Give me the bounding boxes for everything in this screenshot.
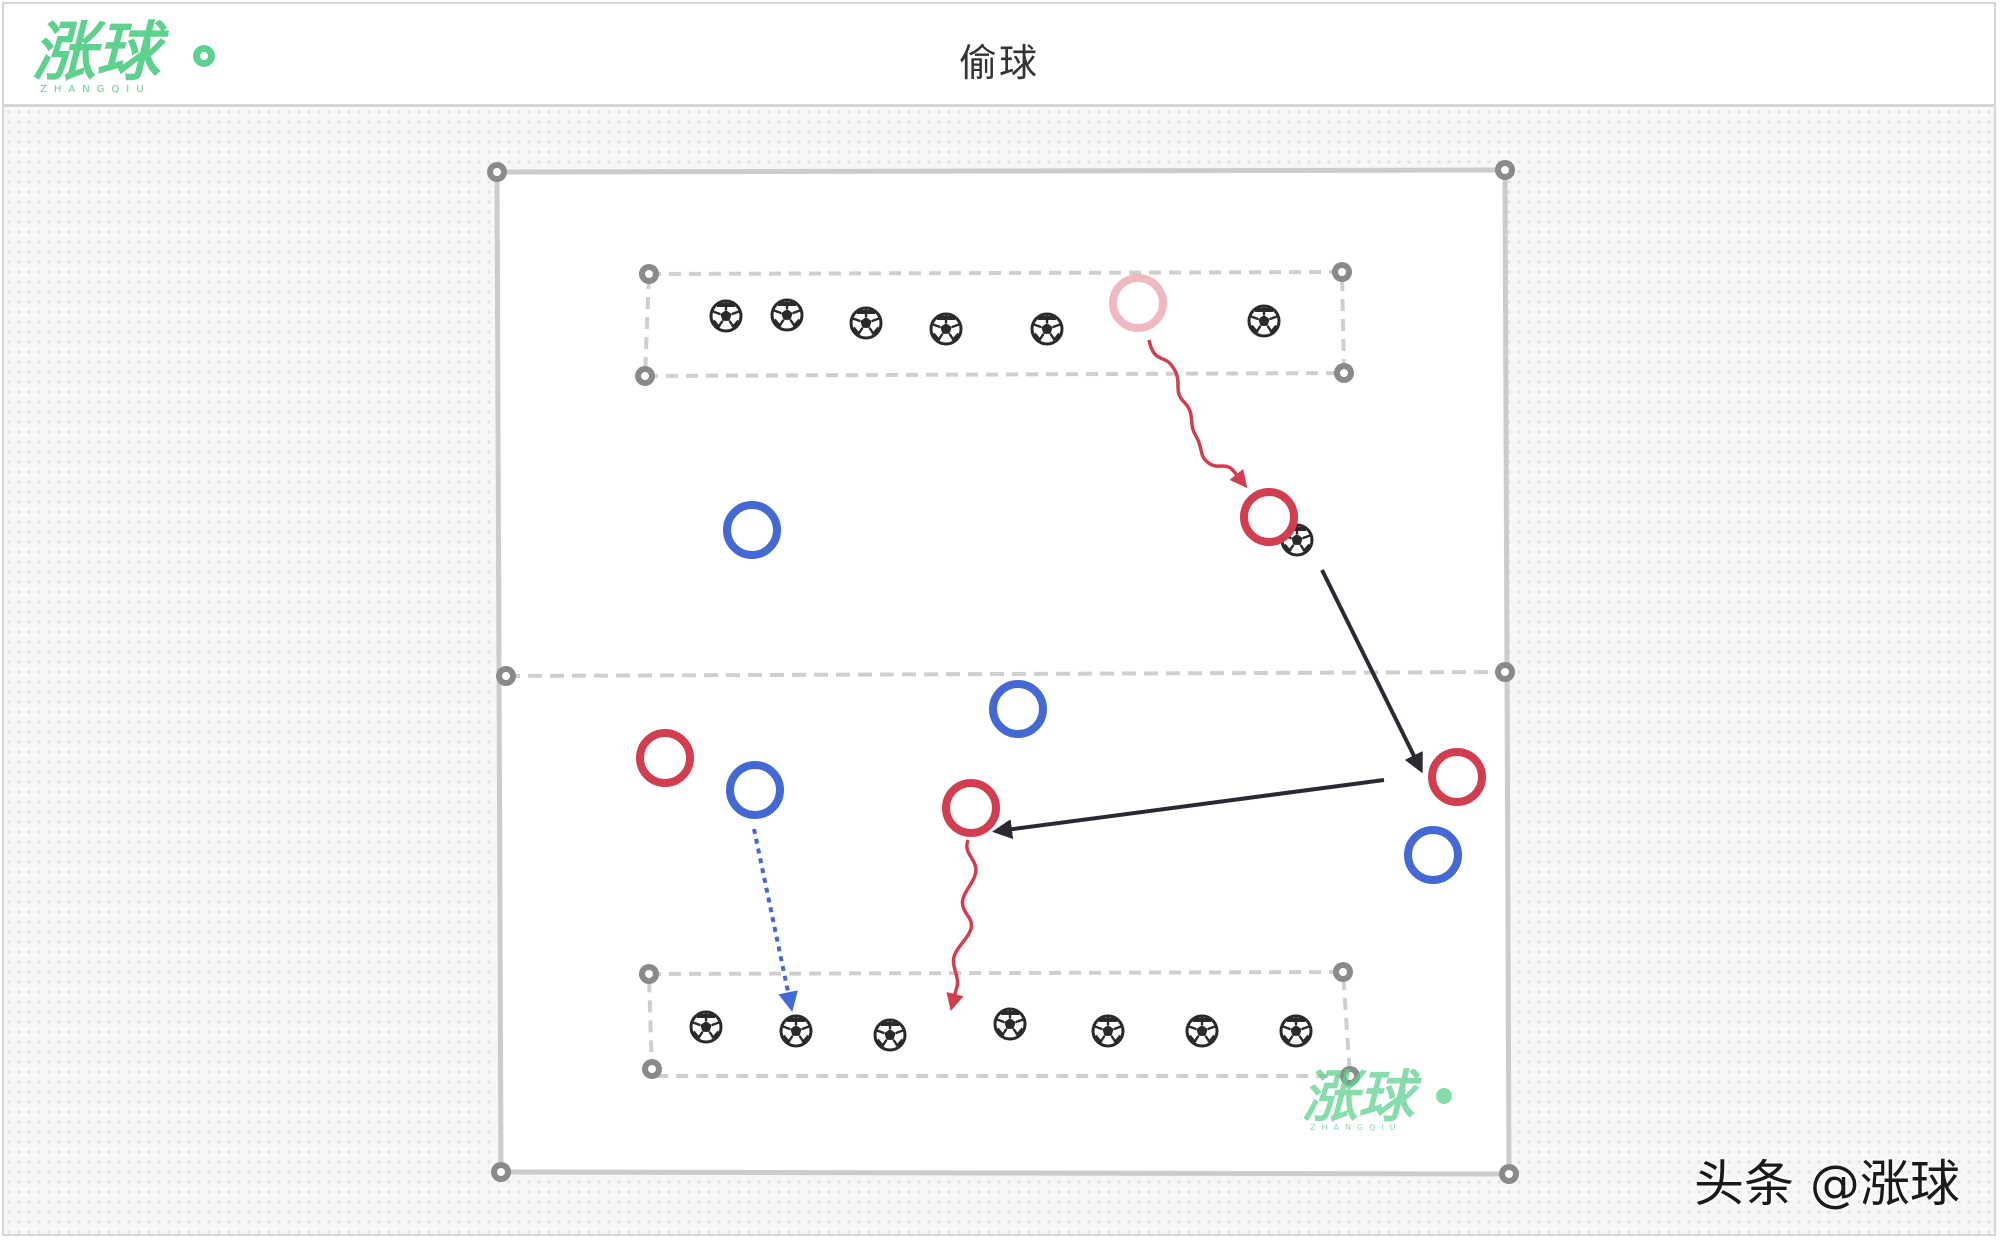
red-player-icon bbox=[636, 729, 694, 787]
soccer-ball-icon bbox=[1247, 304, 1281, 338]
corner-marker-icon bbox=[1333, 962, 1353, 982]
watermark-ball-icon bbox=[1436, 1088, 1452, 1104]
bottom-ball-zone bbox=[646, 969, 1353, 1078]
logo-subtext: ZHANGQIU bbox=[40, 84, 151, 95]
red-player-faded-icon bbox=[1109, 274, 1167, 332]
drill-canvas: 涨球 ZHANGQIU bbox=[4, 107, 1994, 1234]
red-player-icon bbox=[942, 779, 1000, 837]
corner-marker-icon bbox=[642, 1059, 662, 1079]
soccer-ball-icon bbox=[1091, 1014, 1125, 1048]
corner-marker-icon bbox=[491, 1162, 511, 1182]
page-title: 偷球 bbox=[958, 41, 1039, 85]
top-header: 涨球 ZHANGQIU 偷球 bbox=[4, 4, 1994, 107]
red-player-icon bbox=[1240, 488, 1298, 546]
corner-marker-icon bbox=[1495, 662, 1515, 682]
soccer-ball-icon bbox=[993, 1007, 1027, 1041]
zhangqiu-logo: 涨球 ZHANGQIU bbox=[32, 16, 215, 95]
soccer-ball-icon bbox=[1185, 1014, 1219, 1048]
soccer-ball-icon bbox=[689, 1010, 723, 1044]
soccer-ball-icon bbox=[770, 298, 804, 332]
watermark-subtext: ZHANGQIU bbox=[1310, 1123, 1402, 1132]
corner-marker-icon bbox=[1495, 160, 1515, 180]
corner-marker-icon bbox=[1334, 363, 1354, 383]
corner-marker-icon bbox=[635, 366, 655, 386]
soccer-ball-icon bbox=[779, 1014, 813, 1048]
pass-arrow-2 bbox=[992, 778, 1385, 840]
corner-marker-icon bbox=[1499, 1164, 1519, 1184]
soccer-ball-icon bbox=[873, 1018, 907, 1052]
watermark-text: 涨球 bbox=[1302, 1065, 1423, 1130]
halfway-line bbox=[505, 670, 1506, 678]
blue-player-icon bbox=[723, 501, 781, 559]
blue-player-icon bbox=[726, 761, 784, 819]
top-ball-zone bbox=[642, 269, 1347, 379]
drill-diagram: 涨球 ZHANGQIU bbox=[487, 160, 1519, 1184]
soccer-ball-icon bbox=[849, 306, 883, 340]
soccer-ball-icon bbox=[1030, 312, 1064, 346]
watermark-logo: 涨球 ZHANGQIU bbox=[1302, 1065, 1452, 1132]
red-player-icon bbox=[1428, 748, 1486, 806]
logo-text: 涨球 bbox=[32, 16, 170, 90]
source-credit: 头条 @涨球 bbox=[1694, 1155, 1960, 1213]
defender-run-arrow bbox=[752, 828, 798, 1012]
pass-arrow-1 bbox=[1320, 569, 1423, 774]
corner-marker-icon bbox=[496, 666, 516, 686]
corner-marker-icon bbox=[1332, 262, 1352, 282]
soccer-ball-icon bbox=[709, 299, 743, 333]
dribble-path-top bbox=[1147, 339, 1248, 489]
soccer-ball-icon bbox=[929, 312, 963, 346]
blue-player-icon bbox=[989, 680, 1047, 738]
dribble-path-bottom bbox=[946, 839, 978, 1012]
corner-marker-icon bbox=[639, 264, 659, 284]
corner-marker-icon bbox=[639, 964, 659, 984]
corner-marker-icon bbox=[487, 162, 507, 182]
soccer-ball-icon bbox=[1279, 1014, 1313, 1048]
blue-player-icon bbox=[1404, 826, 1462, 884]
